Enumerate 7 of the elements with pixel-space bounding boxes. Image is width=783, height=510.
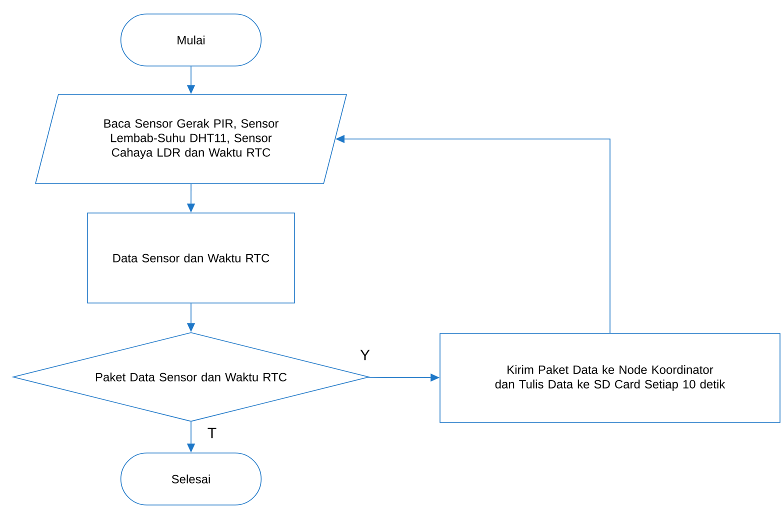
end-terminator: Selesai xyxy=(120,452,262,506)
edge-label: Y xyxy=(360,350,370,360)
process-box: Kirim Paket Data ke Node Koordinator dan Tulis Data ke SD Card Setiap 10 detik xyxy=(440,333,780,423)
input-parallelogram: Baca Sensor Gerak PIR, Sensor Lembab-Suhu DHT11, Sensor Cahaya LDR dan Waktu RTC xyxy=(35,94,348,184)
process-box: Data Sensor dan Waktu RTC xyxy=(87,212,295,304)
start-terminator: Mulai xyxy=(120,14,262,66)
edge-label: T xyxy=(208,428,216,438)
